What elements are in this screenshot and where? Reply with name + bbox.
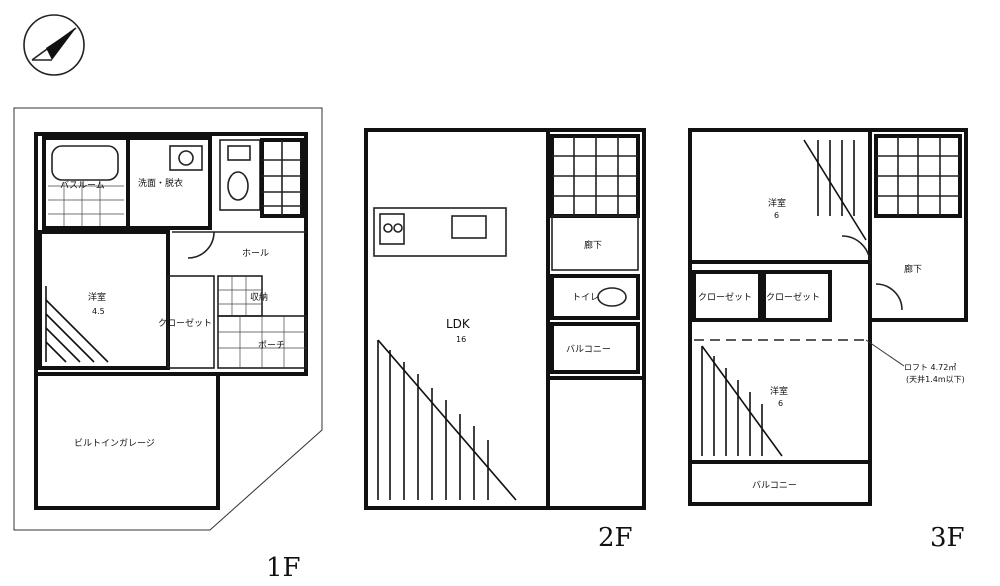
3f-label: 3F	[930, 523, 965, 553]
floor-1f: バスルーム 洗面・脱衣 ホール 洋室 4.5	[13, 107, 323, 583]
1f-label: 1F	[266, 553, 301, 583]
3f-balcony-label: バルコニー	[752, 480, 797, 491]
2f-ldk-label: LDK	[446, 317, 471, 331]
3f-western-b-label: 洋室	[770, 385, 788, 397]
1f-western-size: 4.5	[92, 307, 105, 316]
1f-bath-label: バスルーム	[60, 180, 105, 191]
2f-corridor-label: 廊下	[584, 239, 602, 251]
3f-loft-note: (天井1.4m以下)	[906, 374, 965, 384]
1f-storage-label: 収納	[250, 291, 268, 303]
3f-closet-b-label: クローゼット	[766, 291, 820, 303]
1f-washroom-label: 洗面・脱衣	[138, 177, 183, 189]
3f-western-a-size: 6	[774, 211, 779, 220]
3f-loft-label: ロフト 4.72㎡	[904, 363, 956, 372]
2f-toilet-label: トイレ	[572, 293, 599, 303]
1f-western-label: 洋室	[88, 291, 106, 303]
1f-hall-label: ホール	[242, 248, 269, 259]
north-arrow-icon	[23, 14, 85, 76]
2f-ldk-size: 16	[456, 335, 466, 344]
floor-3f: 廊下 洋室 6 クローゼット クローゼット ロフト 4.72㎡ (天井1.4m以…	[688, 128, 968, 553]
3f-western-b-size: 6	[778, 399, 783, 408]
1f-closet-label: クローゼット	[158, 317, 212, 329]
2f-balcony-label: バルコニー	[566, 344, 611, 355]
floor-2f: 廊下 トイレ バルコニー LDK 16 2F	[364, 128, 646, 553]
3f-closet-a-label: クローゼット	[698, 291, 752, 303]
1f-garage-label: ビルトインガレージ	[74, 438, 155, 449]
1f-entrance-label: ポーチ	[258, 340, 285, 351]
2f-label: 2F	[598, 523, 633, 553]
3f-corridor-label: 廊下	[904, 263, 922, 275]
3f-western-a-label: 洋室	[768, 197, 786, 209]
